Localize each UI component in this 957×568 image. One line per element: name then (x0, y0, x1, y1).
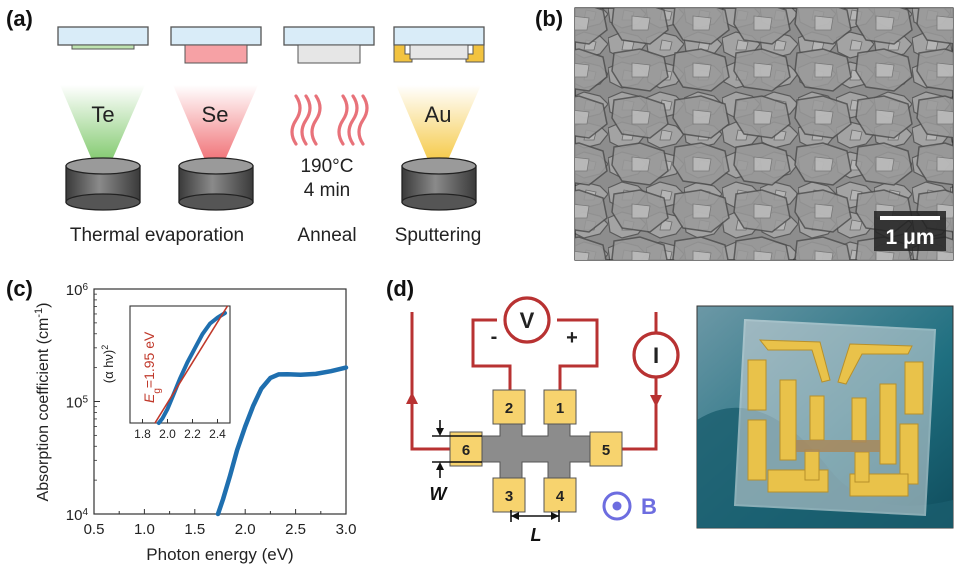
pad-4 (543, 477, 577, 513)
pad-6 (449, 431, 483, 467)
pad-1-label: 1 (556, 400, 564, 417)
tauc-inset: 1.8 2.0 2.2 2.4 (α hν)2 Eg=1.95 eV (100, 305, 231, 441)
length-arrow-right (551, 512, 559, 520)
glass-substrate (733, 318, 937, 517)
pad-numbers: 1 2 3 4 5 6 (462, 400, 610, 505)
scalebar-label: 1 μm (885, 226, 934, 249)
current-source-icon (632, 331, 680, 379)
pad-2 (492, 389, 526, 425)
inset-x-ticks: 1.8 2.0 2.2 2.4 (134, 419, 226, 441)
inset-frame (129, 305, 231, 424)
film-annealed (297, 44, 361, 64)
x-tick-label: 1.0 (134, 521, 155, 538)
pad-6-label: 6 (462, 442, 470, 459)
caption-sputtering: Sputtering (395, 225, 482, 246)
inset-x-tick-label: 2.2 (184, 427, 201, 441)
x-tick-label: 3.0 (336, 521, 357, 538)
panel-label-a: (a) (6, 6, 33, 31)
pad-1 (543, 389, 577, 425)
width-arrow-top (436, 428, 444, 436)
source-te-label: Te (91, 102, 114, 127)
y-tick-label: 104 (66, 507, 89, 525)
hall-bar-schematic: V - + I 1 2 3 4 5 6 (406, 296, 680, 545)
inset-x-tick-label: 2.4 (209, 427, 226, 441)
device-photo (696, 305, 954, 529)
caption-thermal-evaporation: Thermal evaporation (70, 225, 244, 246)
au-contact-left (393, 44, 413, 63)
pad-4-label: 4 (556, 488, 565, 505)
substrate (393, 26, 485, 46)
scalebar (880, 216, 940, 220)
gold-electrodes (747, 339, 924, 497)
inset-y-label: (α hν)2 (100, 345, 116, 384)
film-se (184, 44, 248, 64)
au-contact-right (465, 44, 485, 63)
current-arrow-down (650, 395, 662, 407)
field-label: B (641, 494, 657, 519)
pad-3 (492, 477, 526, 513)
crucible-se (178, 157, 254, 211)
absorption-series (215, 365, 349, 517)
hall-bar-channel (479, 419, 591, 480)
y-axis-label: Absorption coefficient (cm-1) (33, 303, 52, 502)
width-arrow-bottom (436, 462, 444, 470)
y-tick-label: 105 (66, 394, 89, 412)
inset-x-tick-label: 1.8 (134, 427, 151, 441)
caption-anneal: Anneal (297, 225, 356, 246)
target-au (401, 157, 477, 211)
length-label: L (531, 525, 542, 545)
inset-series (156, 311, 227, 425)
contact-pads (449, 389, 623, 513)
source-se-label: Se (202, 102, 229, 127)
panel-label-d: (d) (386, 276, 414, 301)
x-tick-label: 2.5 (285, 521, 306, 538)
field-out-of-plane-dot (612, 501, 622, 511)
anneal-temperature: 190°C (300, 156, 353, 177)
current-arrow-up (406, 392, 418, 404)
magnetic-field-icon (602, 491, 632, 521)
substrate (170, 26, 262, 46)
source-au-label: Au (425, 102, 452, 127)
sem-image: 1 μm (574, 7, 954, 261)
panel-label-c: (c) (6, 276, 33, 301)
voltmeter-label: V (520, 308, 535, 333)
process-diagram: Te Se 190°C 4 min (57, 26, 485, 246)
absorption-chart: 0.5 1.0 1.5 2.0 2.5 3.0 104 105 106 Photon ener… (33, 282, 356, 565)
pad-2-label: 2 (505, 400, 513, 417)
inset-x-tick-label: 2.0 (159, 427, 176, 441)
x-tick-label: 0.5 (84, 521, 105, 538)
inset-fit-line (154, 305, 229, 424)
film-annealed (409, 44, 469, 60)
vapor-se (173, 85, 258, 160)
crucible-te (65, 157, 141, 211)
y-axis-ticks: 104 105 106 (66, 282, 100, 525)
heat-icon (290, 94, 369, 146)
minus-terminal: - (491, 326, 498, 348)
pad-5-label: 5 (602, 442, 610, 459)
substrate (283, 26, 375, 46)
length-arrow-left (511, 512, 519, 520)
panel-label-b: (b) (535, 6, 563, 31)
vapor-te (60, 85, 145, 160)
voltmeter-icon (503, 296, 551, 344)
x-axis-ticks: 0.5 1.0 1.5 2.0 2.5 3.0 (84, 509, 357, 538)
x-axis-label: Photon energy (eV) (146, 545, 293, 564)
bandgap-label: Eg=1.95 eV (141, 331, 163, 403)
x-tick-label: 1.5 (184, 521, 205, 538)
width-label: W (430, 484, 449, 504)
film-te (71, 44, 135, 50)
vapor-au (396, 85, 481, 160)
pad-5 (589, 431, 623, 467)
x-tick-label: 2.0 (235, 521, 256, 538)
plus-terminal: + (566, 327, 578, 349)
device-channel (796, 440, 880, 452)
current-source-label: I (653, 343, 659, 368)
substrate (57, 26, 149, 46)
y-tick-label: 106 (66, 282, 89, 300)
anneal-time: 4 min (304, 180, 350, 201)
pad-3-label: 3 (505, 488, 513, 505)
